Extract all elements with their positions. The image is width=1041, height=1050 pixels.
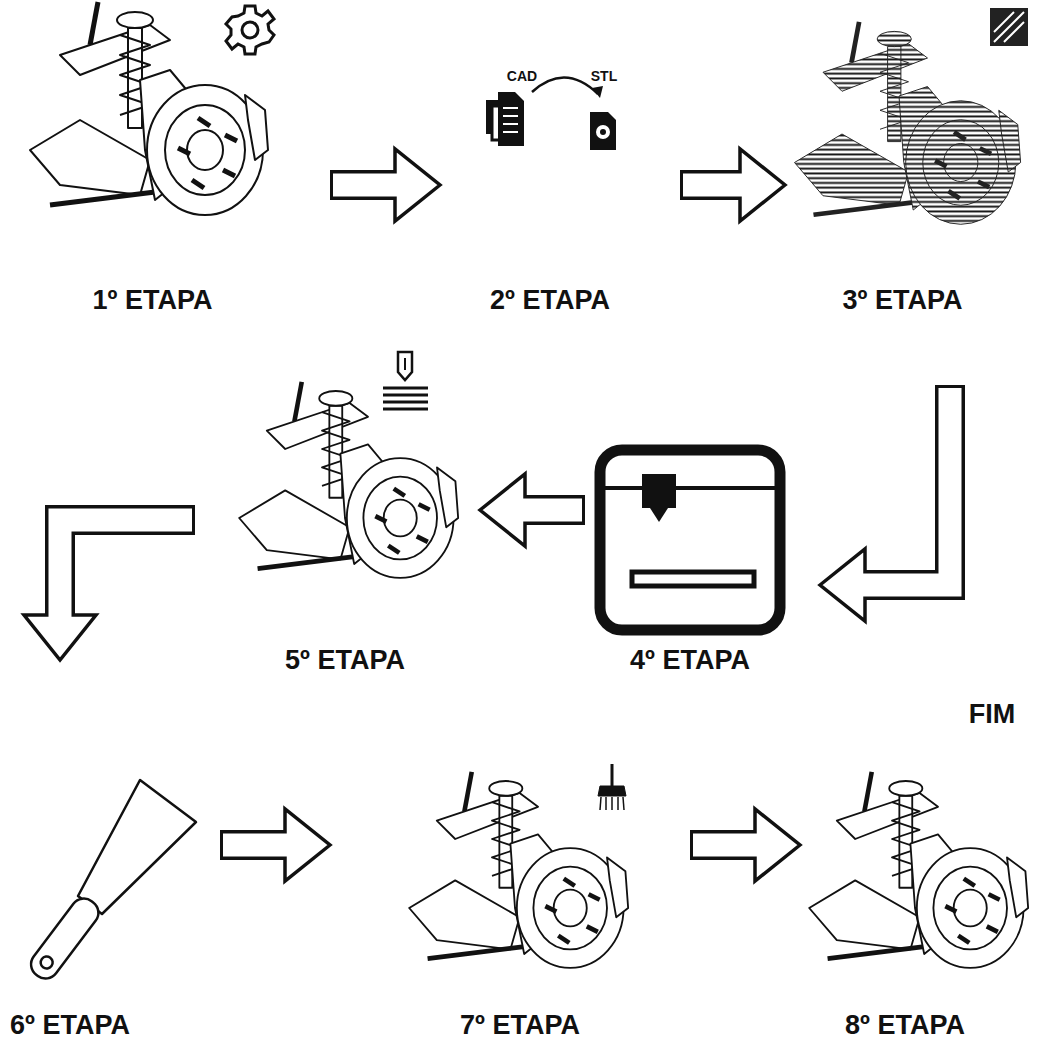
gear-icon <box>226 6 274 54</box>
arrow-head <box>480 474 525 546</box>
arrow-fill <box>60 520 192 618</box>
arrow-fill <box>223 834 288 857</box>
arrow-fill <box>863 388 951 585</box>
arrow-head <box>285 809 330 881</box>
stage-panel: 8º ETAPA <box>800 700 1010 1040</box>
stage-label: 8º ETAPA <box>845 1010 965 1040</box>
file-icons <box>486 77 616 150</box>
stage-panel: 3º ETAPA <box>790 10 1015 315</box>
hatch-icon <box>990 8 1028 46</box>
arrow-head <box>395 149 440 221</box>
arrow-outline <box>60 520 195 615</box>
block-arrow <box>680 149 785 221</box>
brush-icon <box>598 764 626 810</box>
arrow-fill <box>693 834 758 857</box>
format-label: CAD <box>507 68 537 84</box>
stage-label: 6º ETAPA <box>10 1010 130 1040</box>
stage-label: 1º ETAPA <box>93 285 213 315</box>
block-arrow <box>24 520 195 660</box>
print-layers-icon <box>383 352 428 409</box>
block-arrow <box>820 385 950 621</box>
stage-panel: 7º ETAPA <box>400 700 640 1040</box>
printer-icon <box>600 450 780 630</box>
arrow-head <box>820 549 865 621</box>
stage-panel: 5º ETAPA <box>230 365 460 675</box>
stage-label: 2º ETAPA <box>490 285 610 315</box>
stage-label: 3º ETAPA <box>843 285 963 315</box>
stage-label: 4º ETAPA <box>630 645 750 675</box>
arrow-head <box>755 809 800 881</box>
block-arrow <box>690 809 800 881</box>
arrow-head <box>740 149 785 221</box>
block-arrow <box>330 149 440 221</box>
stage-panel: 1º ETAPA <box>20 10 285 315</box>
stage-label: 7º ETAPA <box>460 1010 580 1040</box>
arrow-head <box>24 615 96 660</box>
block-arrow <box>480 474 585 546</box>
stage-panel: 6º ETAPA <box>0 700 140 1040</box>
block-arrow <box>220 809 330 881</box>
stage-panel: 2º ETAPA <box>470 50 630 315</box>
format-label: STL <box>591 68 617 84</box>
end-label: FIM <box>969 699 1016 730</box>
arrow-fill <box>523 499 583 522</box>
arrow-fill <box>333 174 398 197</box>
arrow-outline <box>865 385 950 585</box>
spatula-icon <box>26 780 196 984</box>
stage-panel: 4º ETAPA <box>590 440 790 675</box>
arrow-fill <box>683 174 743 197</box>
stage-label: 5º ETAPA <box>285 645 405 675</box>
